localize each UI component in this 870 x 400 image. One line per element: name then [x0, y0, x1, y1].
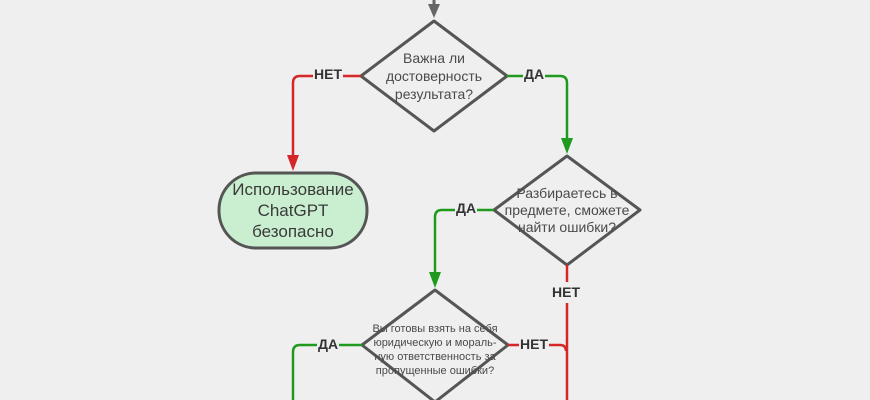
edge-d2-yes	[429, 208, 494, 288]
edge-label-d2-yes: ДА	[455, 200, 478, 216]
edge-d3-no	[508, 343, 568, 352]
edge-label-d3-yes: ДА	[317, 336, 340, 352]
terminal-safe-text: Использование ChatGPT безопасно	[232, 179, 354, 241]
edge-d3-yes	[291, 343, 362, 400]
edge-label-d1-no: НЕТ	[313, 66, 343, 82]
entry-connector	[428, 0, 440, 18]
decision1-text: Важна ли достоверность результата?	[385, 50, 483, 102]
edge-label-d1-yes: ДА	[523, 66, 546, 82]
terminal-safe-shape[interactable]	[217, 171, 369, 250]
decision3-shape[interactable]	[360, 288, 510, 400]
yes-arrowhead	[561, 138, 573, 154]
edge-d1-yes	[507, 74, 573, 154]
entry-arrowhead	[428, 4, 440, 18]
edge-label-d2-no: НЕТ	[551, 284, 581, 300]
yes-arrowhead	[429, 272, 441, 288]
decision2-text: Разбираетесь в предмете, сможете найти о…	[504, 184, 630, 235]
decision1-shape[interactable]	[359, 19, 509, 133]
edge-d1-no	[287, 74, 361, 171]
decision3-text: Вы готовы взять на себя юридическую и мо…	[372, 323, 498, 377]
edge-label-d3-no: НЕТ	[519, 336, 549, 352]
no-arrowhead	[287, 155, 299, 171]
